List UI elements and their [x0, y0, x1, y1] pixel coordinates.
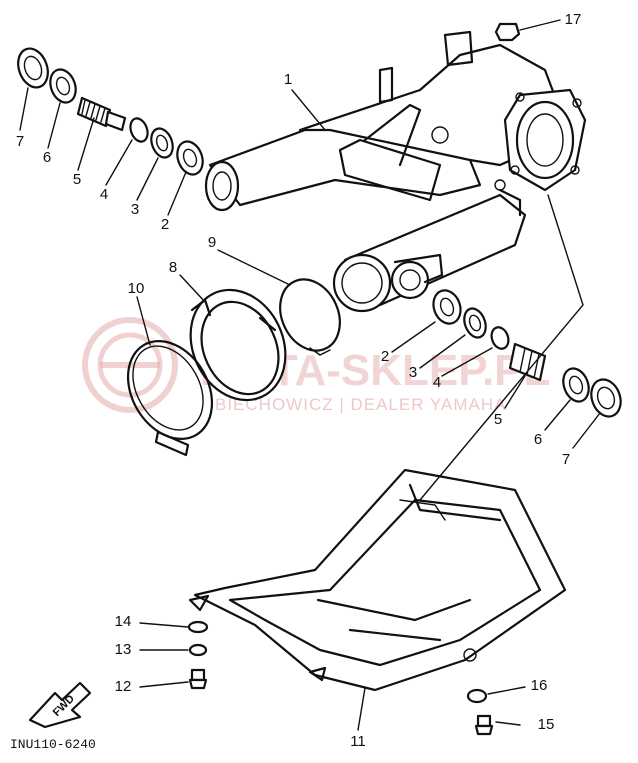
- callout-7-left: 7: [16, 133, 24, 150]
- callout-16: 16: [531, 677, 548, 694]
- callout-5-right: 5: [494, 411, 502, 428]
- callout-14: 14: [115, 613, 132, 630]
- callout-4-right: 4: [433, 374, 441, 391]
- callout-2-right: 2: [381, 348, 389, 365]
- callout-12: 12: [115, 678, 132, 695]
- callout-5-left: 5: [73, 171, 81, 188]
- band-clamp-part-10: [126, 340, 214, 457]
- callout-7-right: 7: [562, 451, 570, 468]
- callout-3-right: 3: [409, 364, 417, 381]
- ring-clip-part-9: [279, 278, 341, 356]
- left-bearing-stack: [17, 47, 204, 176]
- callout-3-left: 3: [131, 201, 139, 218]
- callout-6-right: 6: [534, 431, 542, 448]
- callout-10: 10: [128, 280, 145, 297]
- watermark-subtext: BIECHOWICZ | DEALER YAMAHA: [215, 395, 506, 414]
- right-bearing-stack: [432, 289, 622, 418]
- swing-arm-part-1: [204, 30, 587, 313]
- callout-15: 15: [538, 716, 555, 733]
- callout-9: 9: [208, 234, 216, 251]
- callout-8: 8: [169, 259, 177, 276]
- callout-2-left: 2: [161, 216, 169, 233]
- diagram-code: INU110-6240: [10, 737, 96, 752]
- callout-11: 11: [350, 733, 366, 750]
- forward-direction-marker: FWD: [28, 681, 92, 729]
- callout-13: 13: [115, 641, 132, 658]
- leader-lines: [19, 19, 601, 731]
- callout-17: 17: [565, 11, 582, 28]
- callout-labels: 1 7 6 5 4 3 2 2 3 4 5 6 7 8 9 10 11 12 1…: [16, 11, 582, 750]
- hardware-parts: [187, 22, 521, 736]
- callout-4-left: 4: [100, 186, 108, 203]
- callout-1: 1: [284, 71, 292, 88]
- skid-guard-part-11: [188, 468, 567, 692]
- callout-6-left: 6: [43, 149, 51, 166]
